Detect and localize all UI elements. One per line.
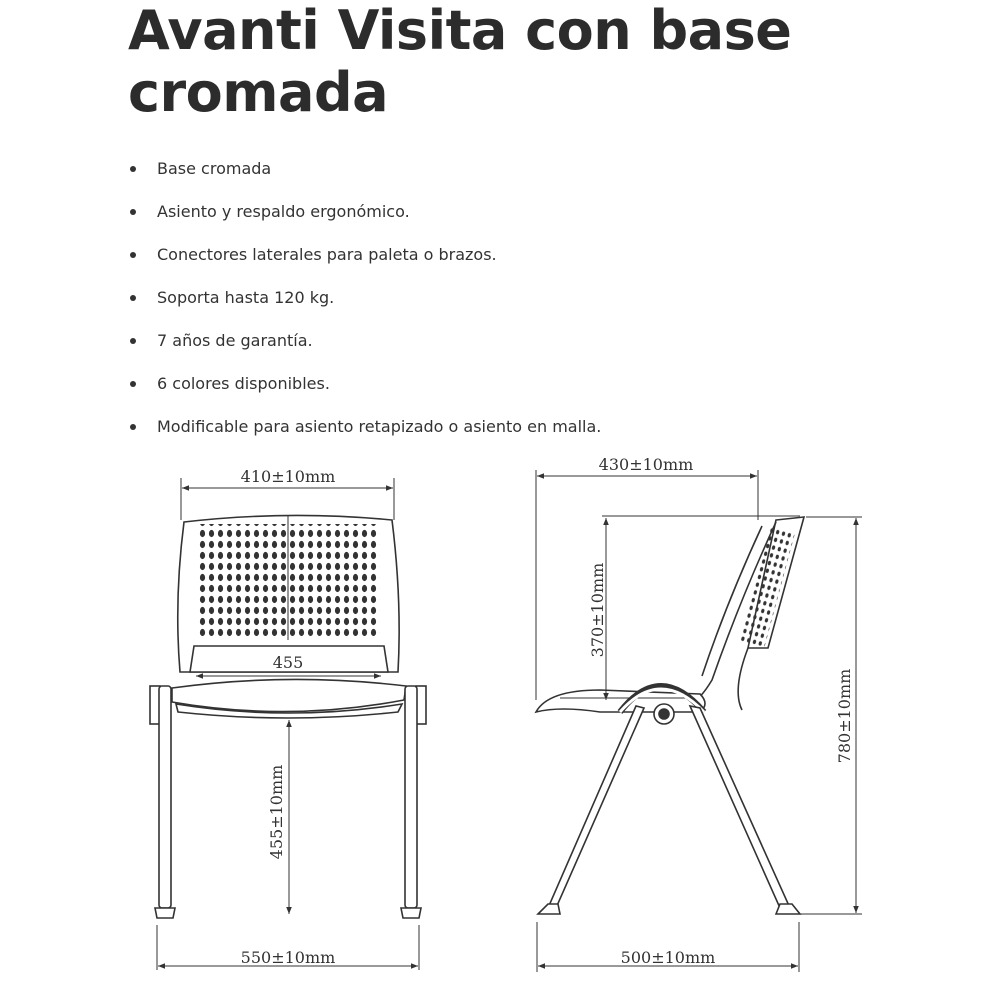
page-title: Avanti Visita con base cromada xyxy=(128,0,792,124)
dimension-front-seat-height: 455±10mm xyxy=(267,765,286,860)
feature-item: Conectores laterales para paleta o brazo… xyxy=(128,238,601,281)
dimension-front-width-top: 410±10mm xyxy=(241,467,336,486)
bullet-icon xyxy=(130,424,136,430)
feature-item: 7 años de garantía. xyxy=(128,324,601,367)
dimension-side-depth-top: 430±10mm xyxy=(599,455,694,474)
feature-item: Modificable para asiento retapizado o as… xyxy=(128,410,601,453)
side-view-chair xyxy=(534,516,806,915)
bullet-icon xyxy=(130,209,136,215)
front-dimensions xyxy=(156,478,420,970)
dimension-front-width-bottom: 550±10mm xyxy=(241,948,336,967)
bullet-icon xyxy=(130,381,136,387)
dimension-side-total-height: 780±10mm xyxy=(835,669,854,764)
bullet-icon xyxy=(130,166,136,172)
feature-item: Asiento y respaldo ergonómico. xyxy=(128,195,601,238)
feature-list: Base cromada Asiento y respaldo ergonómi… xyxy=(128,152,601,453)
bullet-icon xyxy=(130,338,136,344)
bullet-icon xyxy=(130,252,136,258)
feature-item: Soporta hasta 120 kg. xyxy=(128,281,601,324)
dimension-side-depth-bottom: 500±10mm xyxy=(621,948,716,967)
side-dimensions xyxy=(535,470,862,972)
feature-item: 6 colores disponibles. xyxy=(128,367,601,410)
front-view-chair xyxy=(149,514,427,919)
dimension-front-backrest: 455 xyxy=(273,653,304,672)
feature-item: Base cromada xyxy=(128,152,601,195)
bullet-icon xyxy=(130,295,136,301)
dimension-side-backrest-height: 370±10mm xyxy=(588,563,607,658)
